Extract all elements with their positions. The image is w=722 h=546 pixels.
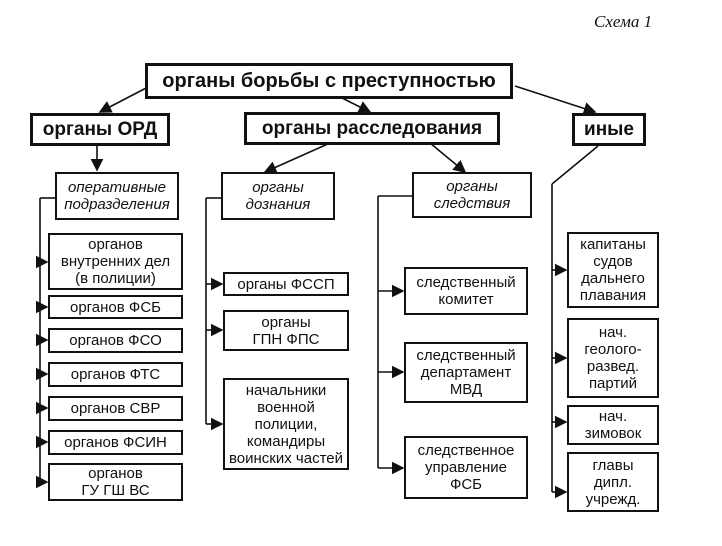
investigation-item: следственный комитет (404, 267, 528, 315)
inquiry-item: органы ФССП (223, 272, 349, 296)
ord-item: органов ФСБ (48, 295, 183, 319)
root-node: органы борьбы с преступностью (145, 63, 513, 99)
inquiry-item: органы ГПН ФПС (223, 310, 349, 351)
ord-item: органов СВР (48, 396, 183, 421)
other-item: капитаны судов дальнего плавания (567, 232, 659, 308)
inquiry-item: начальники военной полиции, командиры во… (223, 378, 349, 470)
ord-item: органов ФСО (48, 328, 183, 353)
other-item: нач. зимовок (567, 405, 659, 445)
figure-caption: Схема 1 (594, 12, 653, 31)
investigation-item: следственное управление ФСБ (404, 436, 528, 499)
ord-item: органов ГУ ГШ ВС (48, 463, 183, 501)
branch-ord: органы ОРД (30, 113, 170, 146)
inquiry-group-header: органы дознания (221, 172, 335, 220)
branch-other: иные (572, 113, 646, 146)
investigation-group-header: органы следствия (412, 172, 532, 218)
investigation-item: следственный департамент МВД (404, 342, 528, 403)
branch-investigation: органы расследования (244, 112, 500, 145)
ord-item: органов ФТС (48, 362, 183, 387)
ord-item: органов ФСИН (48, 430, 183, 455)
ord-item: органов внутренних дел (в полиции) (48, 233, 183, 290)
other-item: главы дипл. учрежд. (567, 452, 659, 512)
ord-group-header: оперативные подразделения (55, 172, 179, 220)
other-item: нач. геолого- развед. партий (567, 318, 659, 398)
